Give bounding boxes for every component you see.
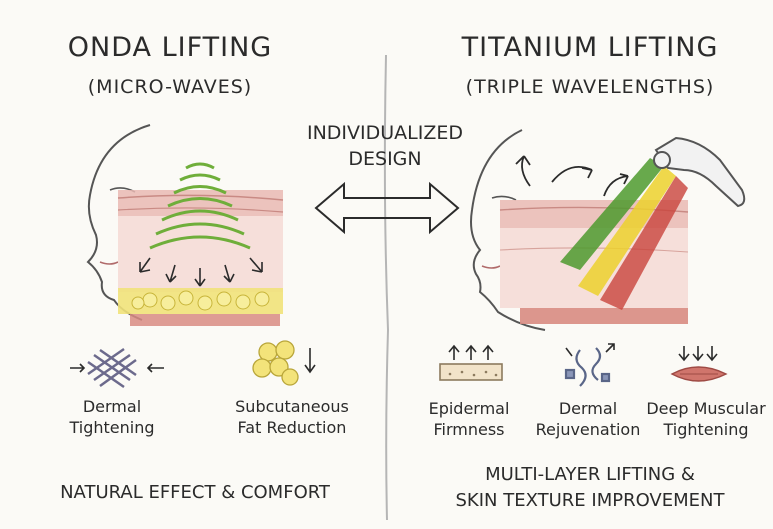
right-muscle-layer	[520, 308, 688, 324]
right-eye	[491, 195, 517, 201]
label-line: Dermal	[82, 397, 142, 416]
fat-cells-icon	[252, 340, 316, 386]
label-line: Firmness	[433, 420, 505, 439]
label-dermal-rejuvenation: Dermal Rejuvenation	[528, 398, 648, 440]
right-title: TITANIUM LIFTING	[461, 32, 719, 63]
right-footer: MULTI-LAYER LIFTING & SKIN TEXTURE IMPRO…	[410, 462, 770, 514]
onda-skin-diagram	[86, 124, 284, 326]
yellow-beam	[578, 166, 676, 296]
left-footer: NATURAL EFFECT & COMFORT	[60, 482, 330, 503]
label-line: Dermal	[558, 399, 618, 418]
right-subtitle: (TRIPLE WAVELENGTHS)	[465, 76, 715, 98]
label-epidermal-firmness: Epidermal Firmness	[414, 398, 524, 440]
muscle-tightening-icon	[670, 346, 728, 382]
label-line: Rejuvenation	[535, 420, 641, 439]
double-arrow-icon	[314, 181, 460, 235]
dermal-rejuvenation-icon	[564, 343, 615, 387]
label-line: Subcutaneous	[235, 397, 349, 416]
label-line: Fat Reduction	[237, 418, 347, 437]
label-deep-muscular-tightening: Deep Muscular Tightening	[642, 398, 770, 440]
dermal-mesh-icon	[70, 347, 164, 389]
footer-line: SKIN TEXTURE IMPROVEMENT	[455, 490, 725, 511]
left-muscle-layer	[130, 314, 280, 326]
left-lips	[99, 261, 119, 265]
micro-wave-arcs	[149, 162, 251, 250]
center-line: DESIGN	[348, 148, 422, 170]
left-title: ONDA LIFTING	[67, 32, 273, 63]
handpiece-icon	[653, 136, 746, 208]
center-caption: INDIVIDUALIZED DESIGN	[300, 120, 470, 172]
center-divider	[383, 54, 390, 521]
red-beam	[600, 176, 688, 310]
left-face-outline	[86, 124, 151, 321]
label-line: Tightening	[69, 418, 155, 437]
right-lips	[481, 265, 501, 269]
green-beam	[560, 158, 664, 270]
titanium-skin-diagram	[470, 129, 746, 331]
label-line: Tightening	[663, 420, 749, 439]
label-dermal-tightening: Dermal Tightening	[52, 396, 172, 438]
epidermal-arrows-icon	[439, 344, 503, 381]
label-line: Epidermal	[428, 399, 510, 418]
left-subtitle: (MICRO-WAVES)	[87, 76, 253, 98]
label-line: Deep Muscular	[646, 399, 766, 418]
footer-line: MULTI-LAYER LIFTING &	[485, 464, 695, 485]
right-face-outline	[470, 129, 546, 331]
center-line: INDIVIDUALIZED	[306, 122, 464, 144]
label-fat-reduction: Subcutaneous Fat Reduction	[222, 396, 362, 438]
